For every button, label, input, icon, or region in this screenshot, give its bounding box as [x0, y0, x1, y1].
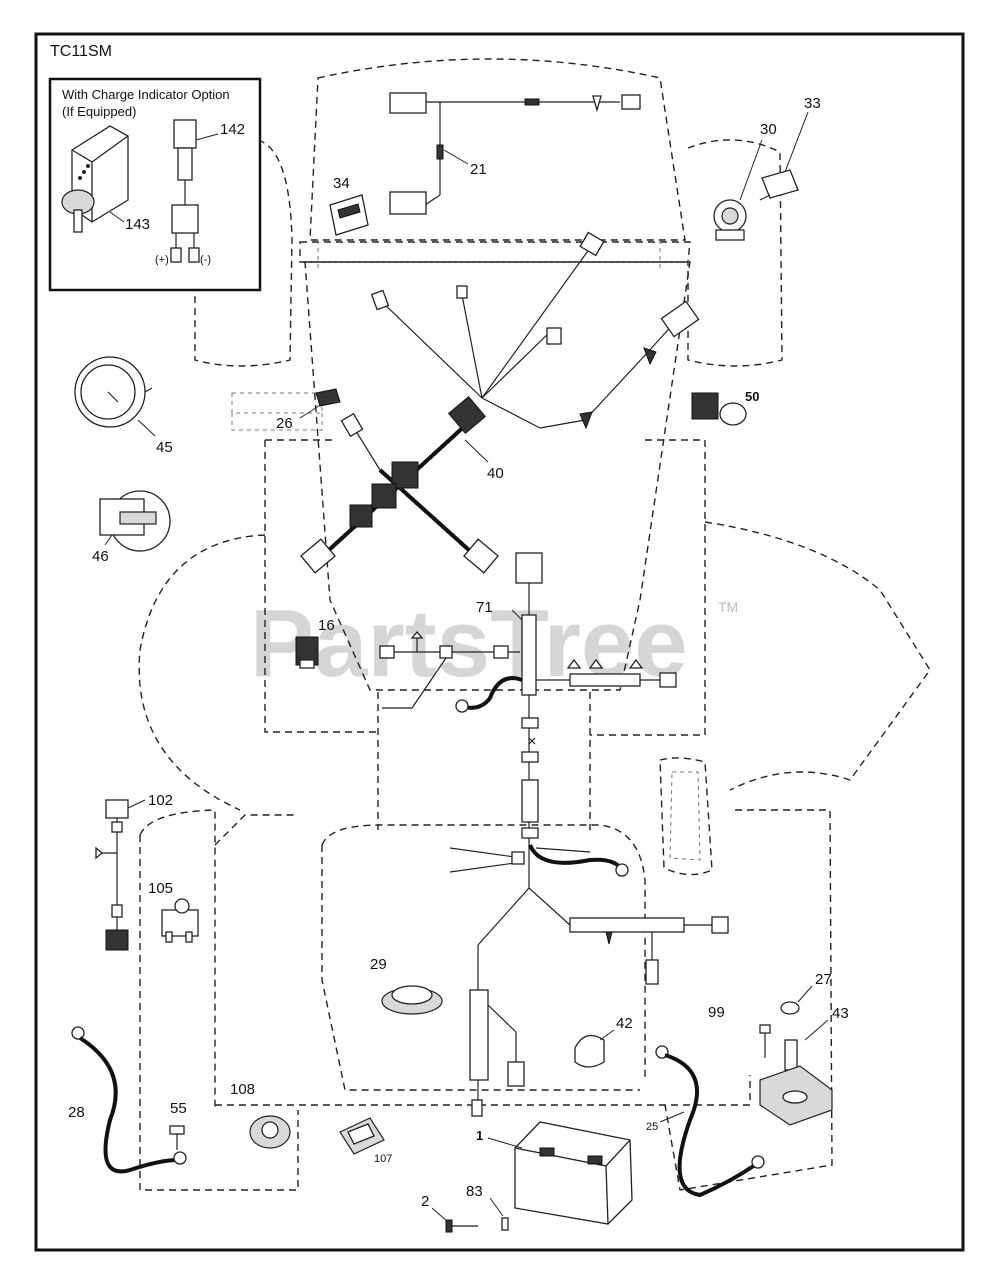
svg-text:(+): (+): [155, 254, 169, 266]
battery-hold-down-nut: 27: [780, 971, 832, 1015]
callout-108: 108: [230, 1081, 255, 1098]
control-module: 107: [339, 1117, 392, 1165]
callout-1: 1: [476, 1128, 483, 1143]
callout-105: 105: [148, 880, 173, 897]
diagram-id: TC11SM: [50, 43, 112, 60]
seat-switch: 50: [691, 389, 759, 426]
callout-28: 28: [68, 1104, 85, 1121]
callout-16: 16: [318, 617, 335, 634]
charge-indicator-module: [61, 125, 129, 233]
fuel-solenoid: 108: [230, 1081, 291, 1149]
main-wire-harness: 40: [300, 231, 700, 574]
svg-text:TM: TM: [718, 599, 738, 615]
ground-bolt: 55: [169, 1100, 187, 1150]
hold-down-screw: 99: [708, 1004, 771, 1058]
battery-nut: 83: [466, 1183, 509, 1231]
ammeter-gauge: 45: [74, 356, 173, 456]
callout-2: 2: [421, 1193, 429, 1210]
callout-107: 107: [374, 1153, 392, 1165]
body-outlines: [138, 58, 931, 1191]
callout-71: 71: [476, 599, 493, 616]
starter-solenoid: 105: [148, 880, 199, 943]
callout-40: 40: [487, 465, 504, 482]
hour-meter: 46: [92, 490, 171, 565]
battery-bolt: 2: [421, 1193, 478, 1233]
battery-cover-clip: 42: [574, 1015, 633, 1068]
callout-45: 45: [156, 439, 173, 456]
ignition-switch: 30: [713, 121, 777, 241]
ignition-key: 33: [759, 95, 821, 201]
callout-142: 142: [220, 121, 245, 138]
rear-harness: [449, 838, 729, 1117]
callout-46: 46: [92, 548, 109, 565]
callout-55: 55: [170, 1100, 187, 1117]
ground-cable: 28: [68, 1026, 187, 1174]
battery-positive-cable: 25: [646, 1045, 765, 1198]
fuse-holder: 26: [276, 388, 341, 432]
battery-bracket: 43: [759, 1005, 849, 1126]
svg-text:With Charge Indicator Option: With Charge Indicator Option: [62, 87, 230, 102]
grommet: 29: [370, 956, 443, 1015]
engine-harness: 71: [379, 552, 677, 839]
charge-indicator-harness: [170, 119, 200, 263]
headlight-harness: 21: [389, 92, 641, 215]
pto-switch: 34: [329, 175, 369, 236]
callout-102: 102: [148, 792, 173, 809]
battery: 1: [476, 1121, 633, 1225]
callout-143: 143: [125, 216, 150, 233]
callout-83: 83: [466, 1183, 483, 1200]
brake-switch-harness: 102: [95, 792, 173, 951]
callout-42: 42: [616, 1015, 633, 1032]
callout-99: 99: [708, 1004, 725, 1021]
callout-50: 50: [745, 389, 759, 404]
callout-30: 30: [760, 121, 777, 138]
starter-relay: 16: [295, 617, 335, 669]
diagram-frame: [34, 32, 965, 1252]
callout-29: 29: [370, 956, 387, 973]
callout-43: 43: [832, 1005, 849, 1022]
callout-25: 25: [646, 1121, 658, 1133]
charge-indicator-inset: With Charge Indicator Option (If Equippe…: [48, 77, 262, 292]
svg-text:(If Equipped): (If Equipped): [62, 104, 136, 119]
callout-33: 33: [804, 95, 821, 112]
callout-27: 27: [815, 971, 832, 988]
svg-text:(-): (-): [200, 254, 211, 266]
callout-26: 26: [276, 415, 293, 432]
callout-21: 21: [470, 161, 487, 178]
callout-34: 34: [333, 175, 350, 192]
